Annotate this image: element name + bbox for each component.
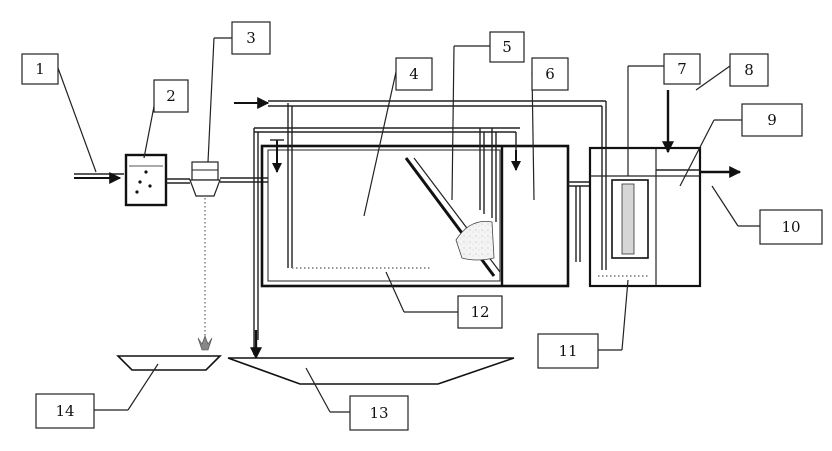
label-4-text: 4 — [409, 65, 419, 83]
label-14-text: 14 — [55, 402, 74, 420]
label-6-text: 6 — [545, 65, 555, 83]
transfer-pipe — [568, 181, 590, 262]
label-9-text: 9 — [767, 111, 777, 129]
sludge-tray — [227, 357, 515, 385]
label-1: 1 — [21, 53, 59, 85]
membrane-tank — [588, 146, 702, 288]
outlet-arrow — [656, 166, 742, 178]
inlet-arrow — [74, 172, 124, 184]
label-13: 13 — [349, 395, 409, 431]
label-14: 14 — [35, 393, 95, 429]
label-3-text: 3 — [246, 29, 256, 47]
label-9: 9 — [741, 103, 803, 137]
grit-tray — [116, 355, 222, 371]
label-12-text: 12 — [470, 303, 489, 321]
label-8-text: 8 — [744, 61, 754, 79]
label-11: 11 — [537, 333, 599, 369]
screen-box — [124, 153, 168, 207]
label-5: 5 — [489, 31, 525, 63]
label-3: 3 — [231, 21, 271, 55]
sludge-discharge-pipe — [250, 128, 262, 360]
label-13-text: 13 — [369, 404, 388, 422]
recirculation-pipe — [234, 97, 607, 148]
label-2: 2 — [153, 79, 189, 113]
label-10-text: 10 — [781, 218, 800, 236]
label-12: 12 — [457, 295, 503, 329]
label-5-text: 5 — [502, 38, 512, 56]
label-6: 6 — [531, 57, 569, 91]
label-10: 10 — [759, 209, 823, 245]
label-2-text: 2 — [166, 87, 176, 105]
label-1-text: 1 — [35, 60, 45, 78]
label-7: 7 — [663, 53, 701, 85]
label-4: 4 — [395, 57, 433, 91]
main-tank — [254, 103, 570, 288]
label-7-text: 7 — [677, 60, 687, 78]
label-8: 8 — [729, 53, 769, 87]
label-11-text: 11 — [558, 342, 577, 360]
grit-separator — [189, 161, 221, 351]
